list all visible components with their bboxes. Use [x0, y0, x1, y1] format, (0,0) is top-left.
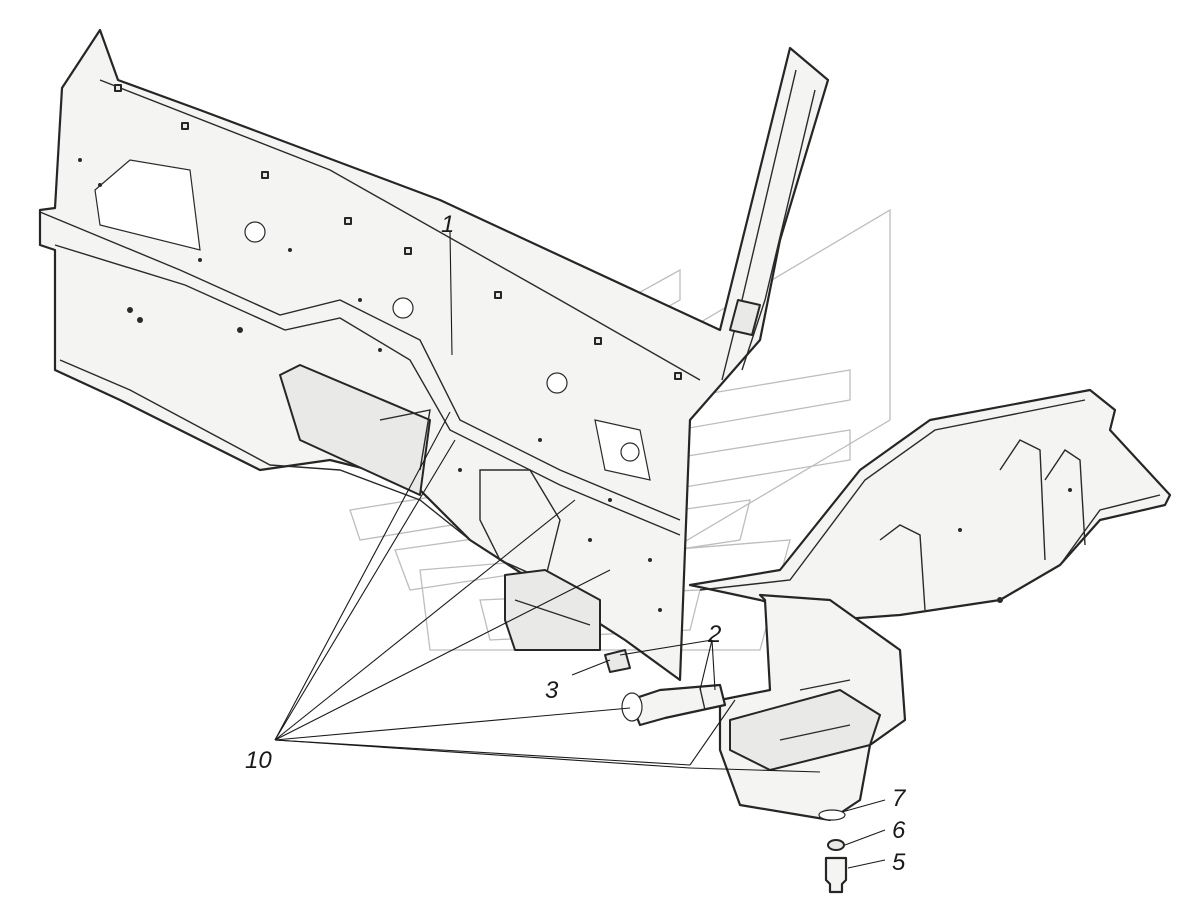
washer-part-7: [818, 809, 846, 821]
cab-front-panel: [38, 28, 830, 682]
callout-7: 7: [892, 785, 907, 812]
pipe-assembly: [604, 649, 727, 727]
callout-6: 6: [892, 817, 906, 844]
floor-side-panel: [688, 388, 1172, 622]
callout-1: 1: [441, 211, 454, 238]
lower-bracket: [504, 569, 601, 651]
callout-3: 3: [545, 677, 559, 704]
callout-5: 5: [892, 849, 906, 876]
callout-2: 2: [707, 621, 721, 648]
nut-part-6: [827, 839, 845, 851]
bolt-part-5: [824, 856, 848, 894]
callout-10: 10: [245, 747, 272, 774]
leader-lines: [274, 231, 886, 869]
washer-tank: [718, 593, 907, 822]
fastener-stack: [818, 809, 848, 894]
